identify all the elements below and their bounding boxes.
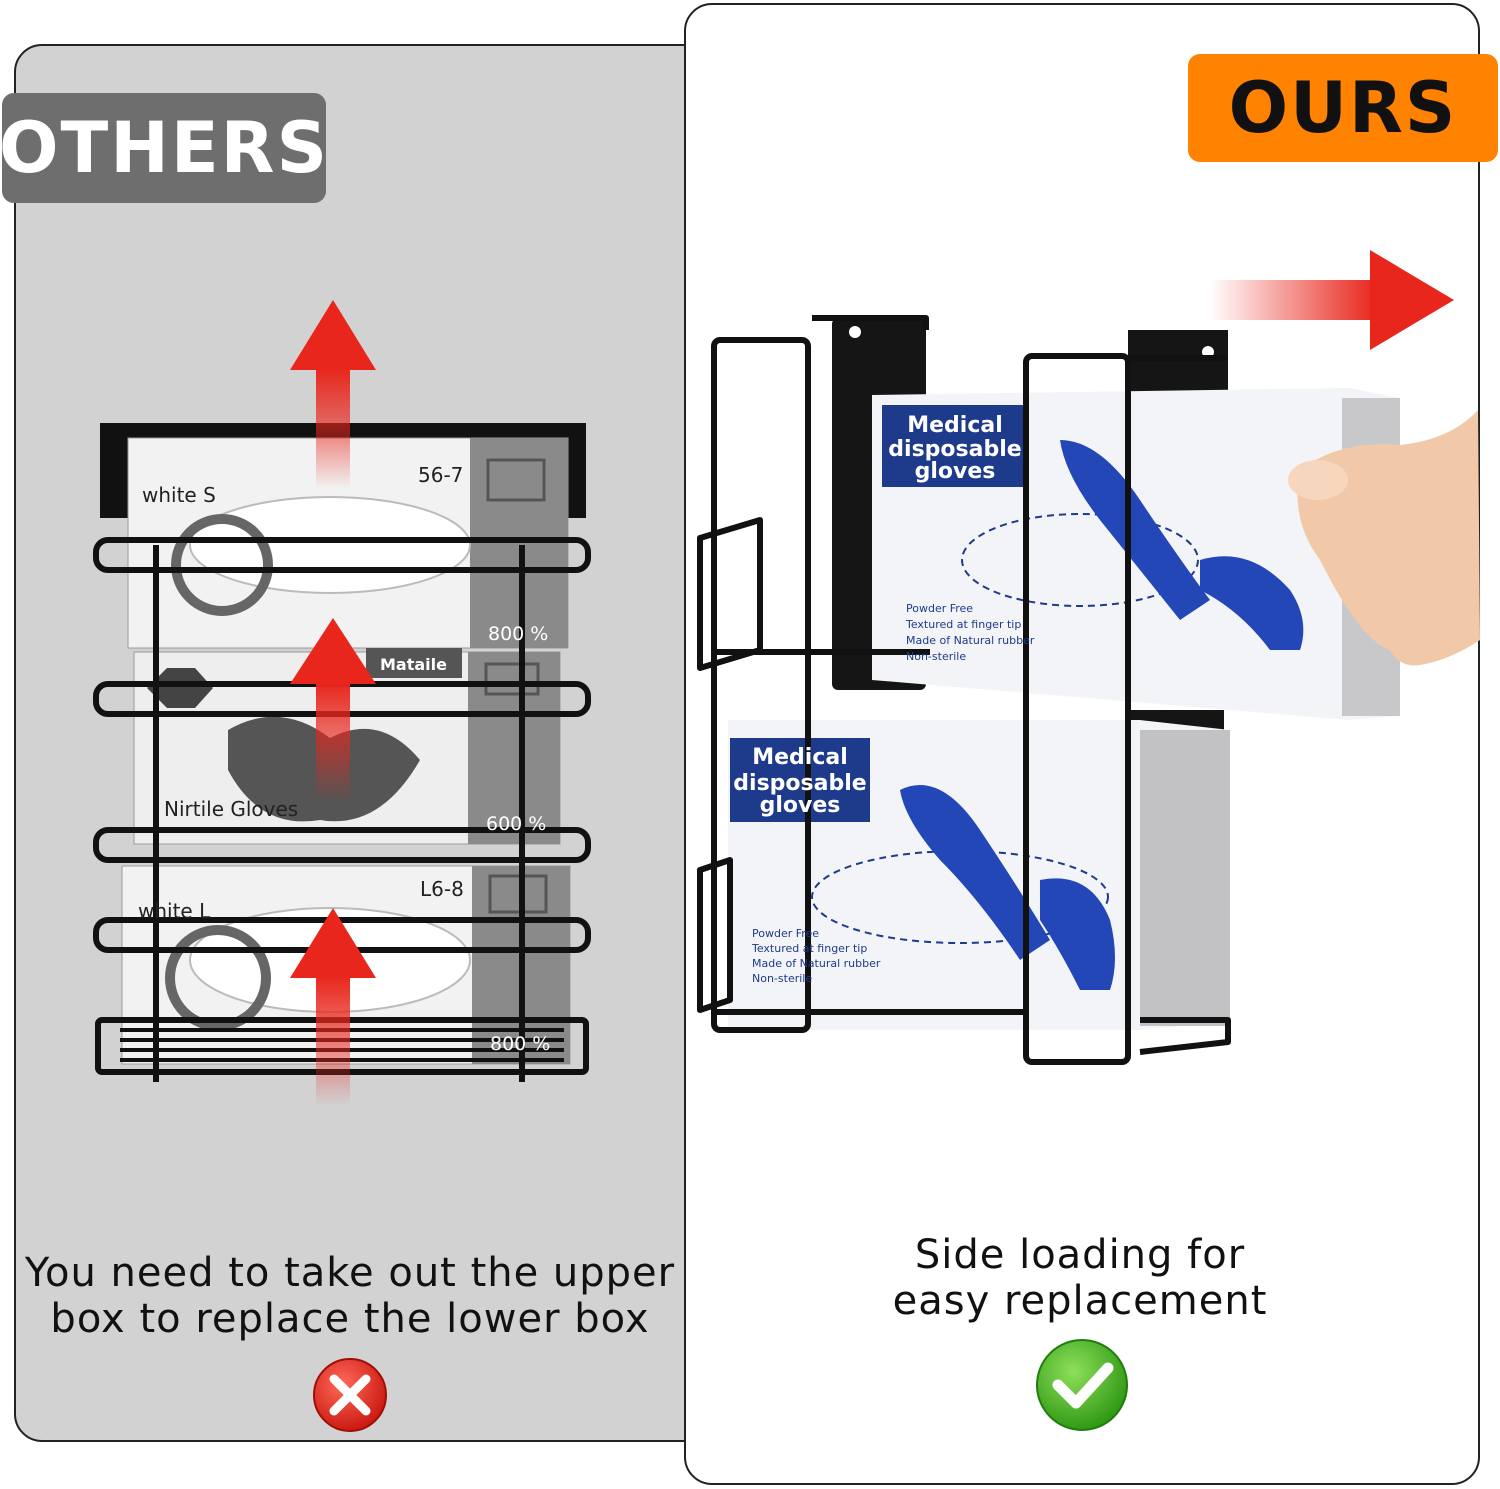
ours-caption: Side loading for easy replacement (860, 1232, 1300, 1324)
box-lower-title-1: Medical (752, 745, 848, 770)
glove-box-lower (728, 720, 1230, 1030)
box-3-brand: white L (138, 899, 211, 923)
box-2-tag: Mataile (380, 655, 447, 674)
feature-upper-4: Non-sterile (906, 650, 966, 663)
ours-caption-line-2: easy replacement (892, 1278, 1268, 1324)
box-1-size: 56-7 (418, 463, 463, 487)
check-icon (1036, 1339, 1128, 1431)
feature-lower-1: Powder Free (752, 927, 819, 940)
box-1-count: 800 % (488, 623, 548, 645)
others-badge: OTHERS (0, 93, 327, 203)
box-upper-title-1: Medical (907, 413, 1003, 438)
box-2-tag-bg (366, 648, 462, 678)
box-lower-title-2: disposable (733, 771, 866, 796)
box-lower-title-3: gloves (760, 793, 841, 818)
feature-lower-4: Non-sterile (752, 972, 812, 985)
box-1-brand: white S (142, 483, 216, 507)
ours-rack (697, 315, 1480, 1065)
box-upper-title-3: gloves (915, 459, 996, 484)
right-arrow-icon (1210, 250, 1454, 350)
box-3-count: 800 % (490, 1033, 550, 1055)
others-caption-line-2: box to replace the lower box (50, 1296, 650, 1342)
up-arrow-icon (290, 300, 376, 488)
feature-upper-1: Powder Free (906, 602, 973, 615)
hand-icon (1288, 410, 1480, 666)
box-2-count: 600 % (486, 813, 546, 835)
feature-lower-2: Textured at finger tip (751, 942, 867, 955)
up-arrow-icon (290, 618, 376, 802)
ours-caption-line-1: Side loading for (914, 1232, 1246, 1278)
feature-lower-3: Made of Natural rubber (752, 957, 881, 970)
box-3-size: L6-8 (420, 877, 464, 901)
others-caption: You need to take out the upper box to re… (20, 1250, 680, 1342)
box-upper-title-2: disposable (888, 437, 1021, 462)
up-arrow-icon (290, 908, 376, 1106)
others-caption-line-1: You need to take out the upper (24, 1250, 676, 1296)
box-2-brand: Nirtile Gloves (164, 797, 298, 821)
feature-upper-3: Made of Natural rubber (906, 634, 1035, 647)
ours-badge: OURS (1188, 54, 1498, 162)
feature-upper-2: Textured at finger tip (905, 618, 1021, 631)
cross-icon (313, 1358, 387, 1432)
